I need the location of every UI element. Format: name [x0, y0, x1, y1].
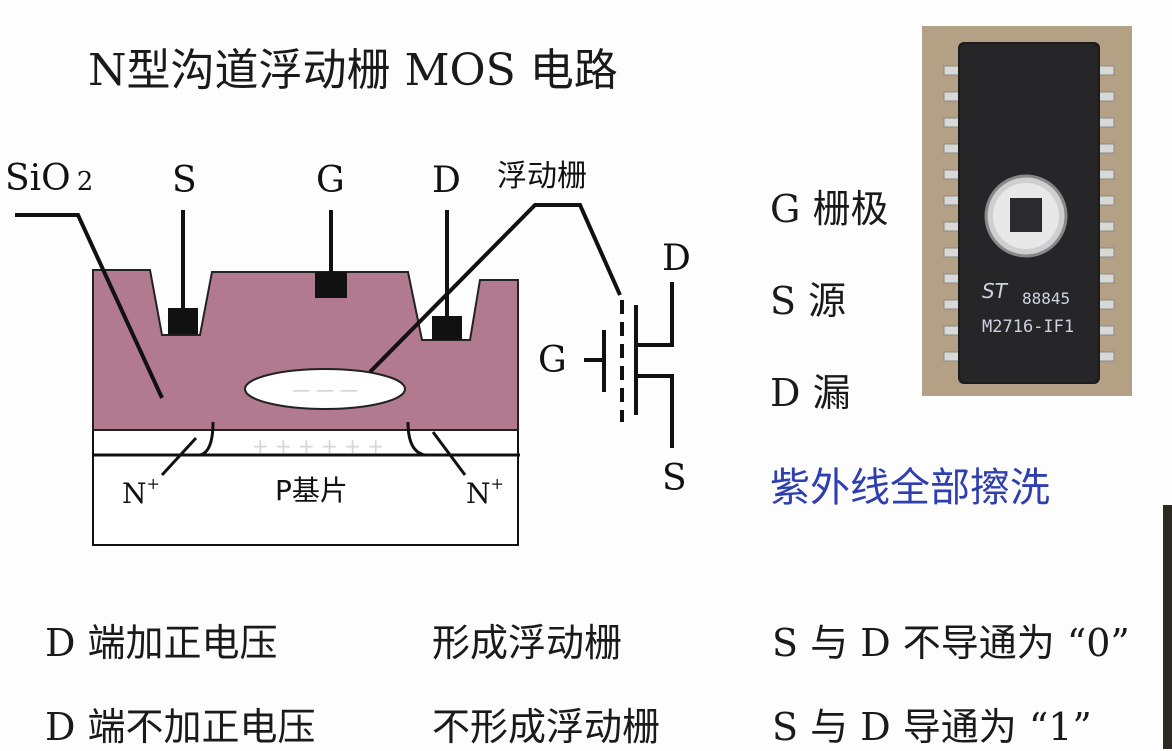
floating-gate-pointer	[368, 203, 622, 374]
chip-pin	[943, 91, 961, 102]
chip-pin	[943, 65, 961, 76]
chip-pin	[1097, 325, 1115, 336]
legend-drain: D 漏	[770, 362, 851, 417]
chip-pin	[1097, 273, 1115, 284]
symbol-source-label: S	[662, 458, 687, 499]
legend-source-text: 源	[808, 279, 847, 323]
row-1-effect: 形成浮动栅	[432, 621, 623, 665]
chip-pin	[943, 351, 961, 362]
sio2-pointer	[15, 213, 164, 399]
chip-pin	[1097, 247, 1115, 258]
n-plus-left-label: N+	[122, 474, 160, 510]
symbol-gate-label: G	[538, 340, 567, 381]
drain-contact	[432, 316, 462, 340]
chip-code1: 88845	[1022, 289, 1070, 308]
legend-gate-letter: G	[770, 187, 801, 231]
n-plus-right-region	[406, 421, 520, 457]
chip-code2: M2716-IF1	[982, 317, 1074, 337]
row-2-condition: D 端不加正电压	[45, 705, 316, 749]
p-substrate-label: P基片	[275, 474, 348, 507]
row-2-result: S 与 D 导通为 “1”	[772, 705, 1092, 749]
chip-pin	[1097, 351, 1115, 362]
chip-pin	[943, 299, 961, 310]
chip-pin	[1097, 195, 1115, 206]
chip-pin	[943, 325, 961, 336]
floating-gate	[244, 368, 406, 410]
n-left-pointer	[160, 436, 198, 477]
sio2-oxide-layer	[92, 269, 519, 431]
chip-pin	[943, 221, 961, 232]
chip-pin	[943, 143, 961, 154]
legend-drain-text: 漏	[812, 371, 851, 415]
source-contact	[168, 308, 198, 334]
chip-brand: ST	[982, 279, 1009, 303]
row-2-effect: 不形成浮动栅	[432, 705, 661, 749]
chip-pin	[943, 273, 961, 284]
chip-pin	[1097, 143, 1115, 154]
chip-pin	[1097, 91, 1115, 102]
chip-pin	[943, 247, 961, 258]
gate-label: G	[316, 160, 345, 201]
n-right-pointer	[431, 431, 467, 476]
legend-gate-text: 栅极	[812, 187, 889, 231]
gate-contact	[315, 272, 347, 298]
eprom-chip-photo: ST 88845 M2716-IF1	[922, 26, 1132, 396]
floating-gate-charges: — — —	[292, 380, 357, 401]
chip-pin	[1097, 299, 1115, 310]
legend-gate: G 栅极	[770, 178, 888, 233]
source-label: S	[172, 160, 197, 201]
video-edge-strip	[1163, 505, 1172, 749]
chip-pin	[943, 169, 961, 180]
page-title: N型沟道浮动栅 MOS 电路	[88, 45, 618, 96]
drain-label: D	[432, 160, 461, 201]
legend-source-letter: S	[770, 279, 797, 323]
row-1-result: S 与 D 不导通为 “0”	[772, 621, 1130, 665]
chip-pin	[1097, 221, 1115, 232]
floating-gate-mos-symbol	[584, 282, 674, 448]
chip-pin	[1097, 65, 1115, 76]
legend-drain-letter: D	[770, 371, 801, 415]
n-plus-left-region	[93, 421, 215, 457]
chip-pin	[1097, 169, 1115, 180]
floating-gate-label: 浮动栅	[497, 159, 587, 194]
substrate-charges: + + + + + +	[252, 434, 384, 458]
row-1-condition: D 端加正电压	[45, 621, 278, 665]
chip-pin	[943, 117, 961, 128]
symbol-drain-label: D	[662, 238, 691, 279]
uv-erase-note: 紫外线全部擦洗	[770, 465, 1050, 511]
n-plus-right-label: N+	[466, 474, 504, 510]
legend-source: S 源	[770, 270, 846, 325]
chip-pin	[943, 195, 961, 206]
chip-pin	[1097, 117, 1115, 128]
